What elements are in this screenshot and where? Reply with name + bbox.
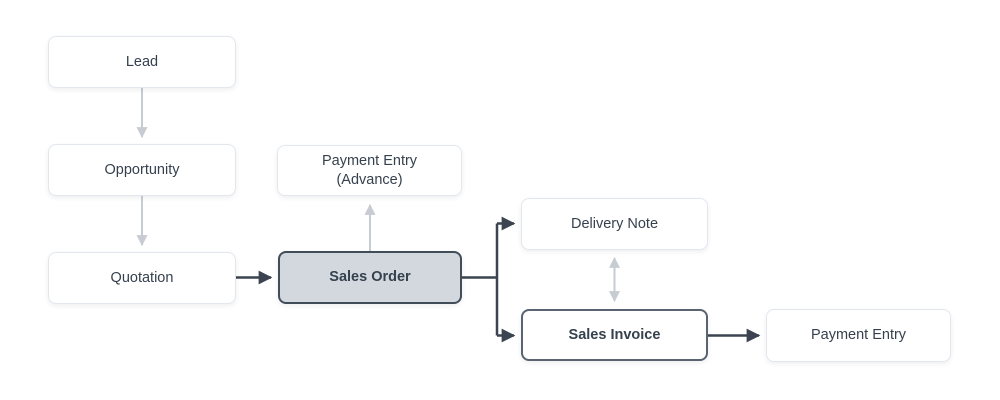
node-lead-label: Lead <box>125 53 159 70</box>
node-sales-invoice-label: Sales Invoice <box>568 326 661 343</box>
node-sales-invoice: Sales Invoice <box>521 309 708 361</box>
node-sales-order: Sales Order <box>278 251 462 304</box>
node-payment-entry-advance: Payment Entry (Advance) <box>277 145 462 196</box>
node-opportunity-label: Opportunity <box>104 161 180 178</box>
node-delivery-note-label: Delivery Note <box>570 215 659 232</box>
edge-sales-order-branch-trunk <box>462 223 499 336</box>
node-lead: Lead <box>48 36 236 88</box>
node-payment-entry: Payment Entry <box>766 309 951 362</box>
node-payment-entry-advance-label: Payment Entry (Advance) <box>321 153 418 188</box>
node-payment-entry-label: Payment Entry <box>810 327 907 344</box>
node-sales-order-label: Sales Order <box>329 269 411 286</box>
node-opportunity: Opportunity <box>48 144 236 196</box>
node-quotation-label: Quotation <box>110 269 174 286</box>
node-delivery-note: Delivery Note <box>521 198 708 250</box>
node-quotation: Quotation <box>48 252 236 304</box>
